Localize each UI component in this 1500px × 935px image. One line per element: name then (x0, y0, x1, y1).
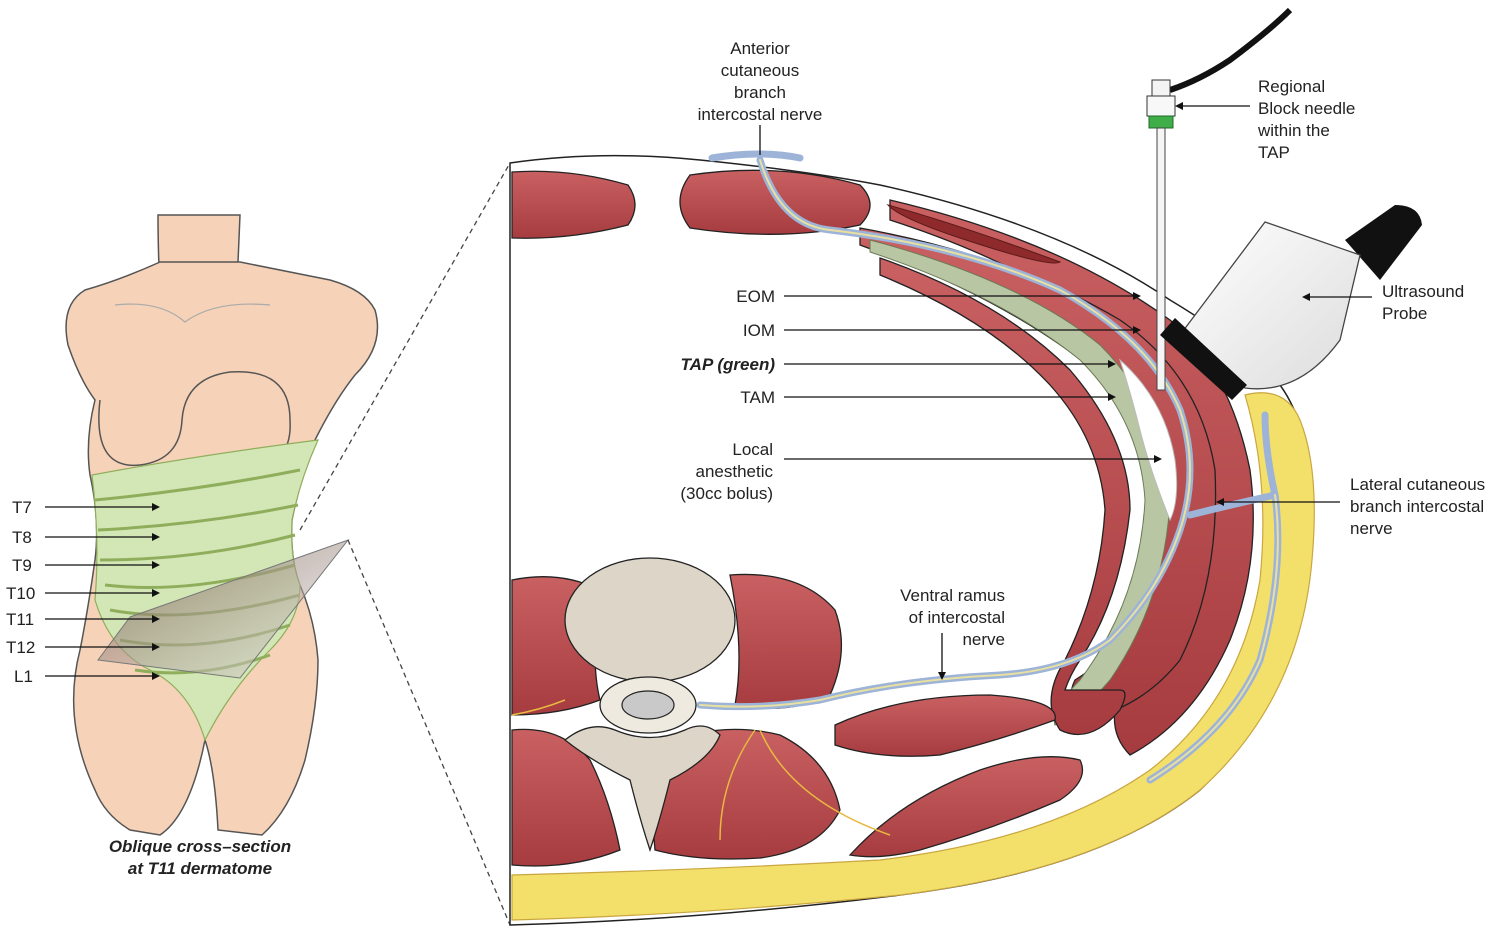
probe-face (1160, 318, 1247, 400)
dermatome-label: T11 (6, 610, 34, 629)
dermatome-arrowhead (152, 561, 160, 569)
iom-label: IOM (743, 321, 1141, 340)
dermatome-arrowhead (152, 643, 160, 651)
vertebral-body (564, 557, 736, 683)
tap-plane (869, 239, 1171, 726)
lateral-cutaneous-label: Lateral cutaneous branch intercostal ner… (1216, 475, 1485, 538)
torso-clavicle-line (114, 303, 271, 323)
ultrasound-probe-label: Ultrasound Probe (1302, 282, 1464, 323)
needle-hub-top (1151, 79, 1171, 99)
svg-text:within the: within the (1257, 121, 1330, 140)
dermatome-label: T7 (12, 498, 32, 517)
dermatome-label: T8 (12, 528, 32, 547)
ventral-ramus-label: Ventral ramus of intercostal nerve (900, 586, 1005, 680)
needle-cable (1169, 7, 1293, 93)
sympathetic-nerves (511, 699, 891, 841)
svg-text:anesthetic: anesthetic (696, 462, 774, 481)
eom-label: EOM (736, 287, 1141, 306)
svg-text:intercostal nerve: intercostal nerve (698, 105, 823, 124)
svg-text:TAP: TAP (1258, 143, 1290, 162)
regional-block-needle-label: Regional Block needle within the TAP (1175, 77, 1355, 162)
rectus-abdominis-left (511, 170, 636, 239)
oblique-section-plane (97, 538, 350, 679)
anterior-cutaneous-label: Anterior cutaneous branch intercostal ne… (698, 39, 823, 155)
svg-text:TAP (green): TAP (green) (681, 355, 776, 374)
torso-caption-line1: Oblique cross–section (109, 837, 291, 856)
subcutaneous-fat (511, 392, 1315, 921)
dermatome-label: T9 (12, 556, 32, 575)
dermatome-label: T10 (6, 584, 35, 603)
latissimus-dorsi (848, 756, 1084, 858)
transversus-abdominis-muscle (879, 257, 1131, 736)
needle-hub (1146, 95, 1176, 117)
svg-text:Local: Local (732, 440, 773, 459)
svg-text:TAM: TAM (740, 388, 775, 407)
torso-breast-left (98, 399, 183, 467)
dermatome-arrowhead (152, 615, 160, 623)
vertebral-arch (563, 725, 721, 853)
torso-caption-line2: at T11 dermatome (128, 859, 272, 878)
svg-text:branch intercostal: branch intercostal (1350, 497, 1484, 516)
erector-spinae-left (511, 728, 621, 867)
dermatome-label: L1 (14, 667, 33, 686)
intercostal-nerve (696, 150, 1282, 784)
svg-text:nerve: nerve (962, 630, 1005, 649)
needle-assembly (1146, 7, 1293, 391)
svg-text:Probe: Probe (1382, 304, 1427, 323)
svg-text:Anterior: Anterior (730, 39, 790, 58)
svg-text:(30cc bolus): (30cc bolus) (680, 484, 773, 503)
local-anesthetic-label: Local anesthetic (30cc bolus) (680, 440, 1162, 503)
cross-section (509, 150, 1315, 926)
rectus-abdominis-right (679, 169, 871, 235)
tap-label: TAP (green) (681, 355, 1116, 374)
svg-text:Lateral cutaneous: Lateral cutaneous (1350, 475, 1485, 494)
needle-shaft (1156, 127, 1166, 391)
needle-hub-green (1148, 115, 1174, 129)
svg-text:branch: branch (734, 83, 786, 102)
svg-text:nerve: nerve (1350, 519, 1393, 538)
tam-label: TAM (740, 388, 1116, 407)
svg-text:cutaneous: cutaneous (721, 61, 799, 80)
probe-body (1179, 221, 1361, 390)
svg-text:Ultrasound: Ultrasound (1382, 282, 1464, 301)
svg-text:Block needle: Block needle (1258, 99, 1355, 118)
dermatome-arrowhead (152, 533, 160, 541)
ultrasound-probe (1160, 205, 1422, 400)
dermatome-label: T12 (6, 638, 35, 657)
probe-cable-cap (1345, 205, 1422, 280)
psoas-muscle (834, 694, 1056, 757)
local-anesthetic-pool (1118, 358, 1178, 522)
dermatome-arrowhead (152, 672, 160, 680)
dermatome-labels: T7 T8 T9 T10 T11 T12 L1 (6, 498, 160, 686)
dermatome-arrowhead (152, 589, 160, 597)
svg-text:Regional: Regional (1258, 77, 1325, 96)
torso-figure: T7 T8 T9 T10 T11 T12 L1 Oblique cross–se… (6, 214, 379, 878)
spinal-cord (621, 690, 675, 720)
dermatome-arrowhead (152, 503, 160, 511)
svg-text:of intercostal: of intercostal (909, 608, 1005, 627)
svg-text:EOM: EOM (736, 287, 775, 306)
svg-text:IOM: IOM (743, 321, 775, 340)
external-oblique-slip (886, 204, 1062, 264)
zoom-lines (299, 162, 511, 926)
svg-text:Ventral ramus: Ventral ramus (900, 586, 1005, 605)
